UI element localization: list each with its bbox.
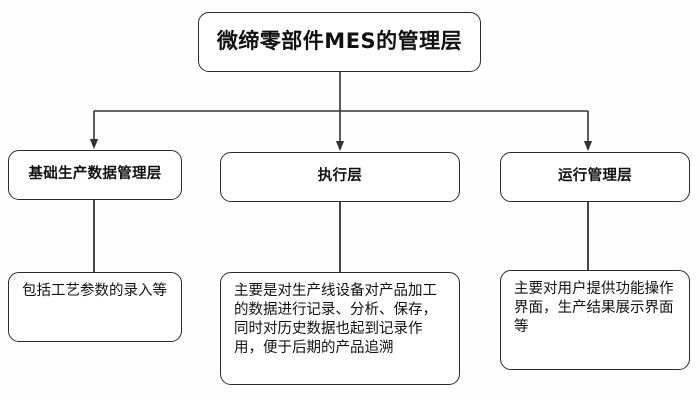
node-basic-data-layer[interactable]: 基础生产数据管理层	[8, 150, 182, 200]
node-operation-layer-label: 运行管理层	[558, 168, 632, 185]
node-execution-description[interactable]: 主要是对生产线设备对产品加工的数据进行记录、分析、保存，同时对历史数据也起到记录…	[220, 272, 460, 385]
node-title-management-layer[interactable]: 微缔零部件MES的管理层	[198, 12, 481, 72]
node-basic-data-description[interactable]: 包括工艺参数的录入等	[8, 272, 182, 342]
node-basic-data-layer-label: 基础生产数据管理层	[28, 166, 162, 183]
node-execution-layer-label: 执行层	[317, 168, 363, 185]
node-basic-data-description-label: 包括工艺参数的录入等	[22, 283, 167, 299]
node-operation-layer[interactable]: 运行管理层	[500, 152, 690, 202]
node-operation-description[interactable]: 主要对用户提供功能操作界面，生产结果展示界面等	[500, 270, 690, 370]
node-operation-description-label: 主要对用户提供功能操作界面，生产结果展示界面等	[514, 281, 674, 336]
node-execution-description-label: 主要是对生产线设备对产品加工的数据进行记录、分析、保存，同时对历史数据也起到记录…	[234, 283, 437, 357]
node-title-label: 微缔零部件MES的管理层	[216, 29, 463, 54]
node-execution-layer[interactable]: 执行层	[220, 152, 460, 202]
